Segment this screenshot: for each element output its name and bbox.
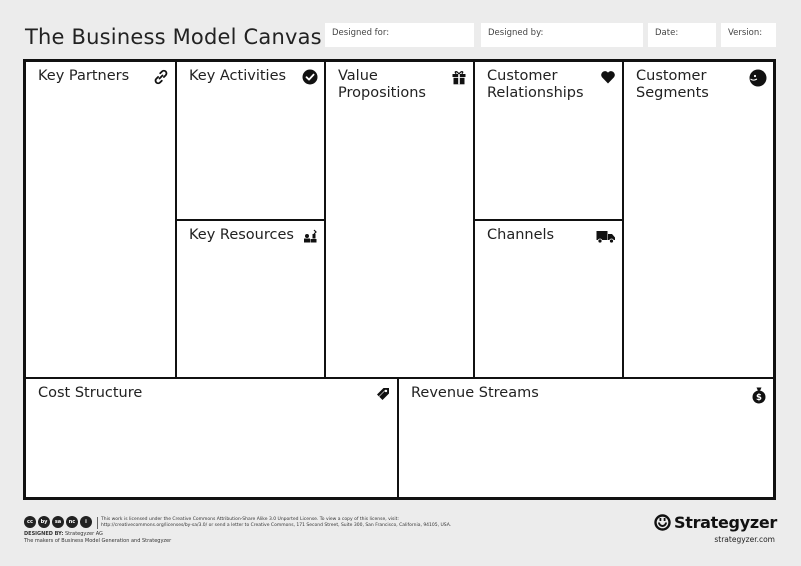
brand-name: Strategyzer bbox=[674, 513, 777, 532]
designed-by-credit-value: Strategyzer AG bbox=[64, 531, 103, 537]
customer-segments-block[interactable]: Customer Segments bbox=[624, 62, 773, 379]
truck-icon bbox=[596, 231, 615, 244]
key-resources-block[interactable]: Key Resources bbox=[177, 221, 326, 379]
worker-icon bbox=[304, 229, 317, 243]
value-propositions-label: Value Propositions bbox=[338, 68, 426, 101]
sa-icon: sa bbox=[52, 516, 64, 528]
money-bag-icon: $ bbox=[752, 387, 766, 404]
face-icon bbox=[749, 69, 767, 87]
revenue-streams-block[interactable]: Revenue Streams $ bbox=[399, 379, 773, 497]
key-activities-label: Key Activities bbox=[189, 68, 287, 84]
customer-relationships-block[interactable]: Customer Relationships bbox=[475, 62, 624, 221]
key-partners-label: Key Partners bbox=[38, 68, 130, 84]
designed-by-credit-label: DESIGNED BY: bbox=[24, 531, 64, 537]
gift-icon bbox=[452, 71, 466, 85]
svg-text:$: $ bbox=[756, 393, 762, 403]
tag-icon bbox=[377, 388, 389, 400]
check-circle-icon bbox=[302, 69, 318, 85]
strategyzer-logo-icon bbox=[654, 514, 671, 531]
key-partners-block[interactable]: Key Partners bbox=[26, 62, 177, 379]
link-icon bbox=[154, 69, 168, 85]
value-propositions-block[interactable]: Value Propositions bbox=[326, 62, 475, 379]
date-label: Date: bbox=[655, 28, 679, 38]
key-resources-label: Key Resources bbox=[189, 227, 294, 243]
heart-icon bbox=[601, 71, 615, 84]
channels-label: Channels bbox=[487, 227, 555, 243]
key-activities-block[interactable]: Key Activities bbox=[177, 62, 326, 221]
license-text: This work is licensed under the Creative… bbox=[97, 517, 457, 529]
date-field[interactable]: Date: bbox=[648, 23, 716, 47]
cc-icon: cc bbox=[24, 516, 36, 528]
by-icon: by bbox=[38, 516, 50, 528]
customer-segments-label: Customer Segments bbox=[636, 68, 709, 101]
makers-text: The makers of Business Model Generation … bbox=[24, 538, 172, 544]
revenue-streams-label: Revenue Streams bbox=[411, 385, 539, 401]
designed-by-label: Designed by: bbox=[488, 28, 544, 38]
designed-for-field[interactable]: Designed for: bbox=[325, 23, 474, 47]
business-model-canvas: Key Partners Key Activities Key Resource… bbox=[23, 59, 776, 500]
creative-commons-icons: cc by sa nc i bbox=[24, 516, 92, 528]
version-field[interactable]: Version: bbox=[721, 23, 776, 47]
version-label: Version: bbox=[728, 28, 763, 38]
designed-by-field[interactable]: Designed by: bbox=[481, 23, 643, 47]
channels-block[interactable]: Channels bbox=[475, 221, 624, 379]
cost-structure-block[interactable]: Cost Structure bbox=[26, 379, 399, 497]
page-title: The Business Model Canvas bbox=[25, 25, 322, 49]
customer-relationships-label: Customer Relationships bbox=[487, 68, 584, 101]
cost-structure-label: Cost Structure bbox=[38, 385, 143, 401]
nc-icon: nc bbox=[66, 516, 78, 528]
strategyzer-brand[interactable]: Strategyzer bbox=[654, 513, 777, 532]
designed-for-label: Designed for: bbox=[332, 28, 390, 38]
designed-by-credit: DESIGNED BY: Strategyzer AG The makers o… bbox=[24, 531, 171, 545]
brand-url-link[interactable]: strategyzer.com bbox=[714, 535, 775, 544]
info-icon: i bbox=[80, 516, 92, 528]
